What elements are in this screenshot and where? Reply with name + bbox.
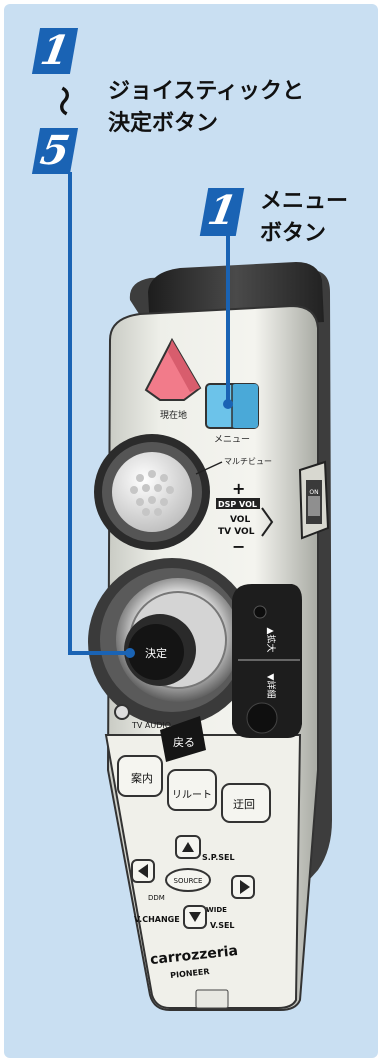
battery-latch bbox=[196, 990, 228, 1008]
back-button-label: 戻る bbox=[173, 736, 195, 749]
v-sel-label: V.SEL bbox=[210, 921, 235, 930]
v-change-label: V.CHANGE bbox=[134, 915, 180, 924]
guide-button-label: 案内 bbox=[131, 771, 153, 785]
vol-label: VOL bbox=[230, 515, 250, 525]
detour-button[interactable]: 迂回 bbox=[222, 784, 270, 822]
scale-up-label: ▲拡大 bbox=[265, 628, 277, 653]
tv-vol-label: TV VOL bbox=[218, 527, 255, 537]
detour-button-label: 迂回 bbox=[233, 798, 255, 811]
source-button-label: SOURCE bbox=[174, 877, 203, 885]
right-button[interactable] bbox=[232, 876, 254, 898]
sp-sel-label: S.P.SEL bbox=[202, 853, 235, 862]
reroute-button-label: リルート bbox=[172, 790, 212, 801]
menu-button-label: メニュー bbox=[214, 435, 250, 445]
scale-down-label: ▼詳細 bbox=[265, 674, 277, 699]
enter-button-label: 決定 bbox=[145, 646, 167, 660]
volume-plus: + bbox=[232, 479, 245, 498]
enter-callout-dot bbox=[125, 648, 135, 658]
left-button[interactable] bbox=[132, 860, 154, 882]
zoom-buttons[interactable]: ▲拡大 ▼詳細 bbox=[232, 584, 302, 738]
reroute-button[interactable]: リルート bbox=[168, 770, 216, 810]
dsp-vol-label: DSP VOL bbox=[218, 500, 257, 509]
ddm-label: DDM bbox=[148, 894, 165, 902]
menu-callout-dot bbox=[223, 399, 233, 409]
side-switch-label: ON bbox=[309, 489, 318, 496]
joystick[interactable]: 決定 bbox=[88, 558, 256, 726]
multi-view-label: マルチビュー bbox=[224, 457, 272, 466]
source-button[interactable]: SOURCE bbox=[166, 869, 210, 891]
volume-minus: − bbox=[232, 537, 245, 556]
guide-button[interactable]: 案内 bbox=[118, 756, 162, 796]
side-switch[interactable]: ON bbox=[300, 462, 328, 538]
wide-label: WIDE bbox=[206, 906, 227, 914]
current-location-label: 現在地 bbox=[160, 409, 187, 421]
